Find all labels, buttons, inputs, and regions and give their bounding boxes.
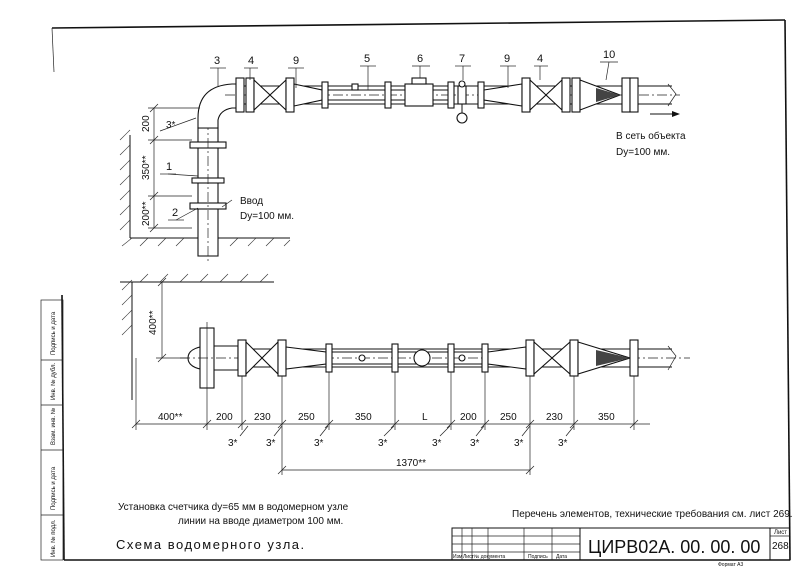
dim-ticks: [131, 419, 639, 429]
sheet-label: Лист: [774, 530, 787, 536]
plan-wall: [120, 273, 274, 400]
elbow: [197, 83, 239, 129]
dim-value: L: [422, 412, 428, 423]
weld-mark: 3*: [314, 438, 324, 449]
callout-10: 10: [603, 49, 615, 61]
callout-2: 2: [172, 207, 178, 219]
elevation-view: 3 4 9 5 6 7 9 4 10 1 2 200 350** 200** 3…: [119, 49, 686, 262]
side-stamp: Подпись и дата Инв. № дубл. Взам. инв. №…: [40, 299, 64, 561]
inlet-size: Dy=100 мм.: [240, 211, 294, 222]
dim-value: 200: [460, 412, 477, 423]
stamp-col-doc: № документа: [474, 554, 505, 560]
document-code: ЦИРВ02А. 00. 00. 00: [588, 537, 760, 557]
callout-5: 5: [364, 53, 370, 65]
dim-value: 230: [546, 412, 563, 423]
callout-leaders: [160, 61, 618, 221]
horizontal-run: [225, 77, 680, 124]
weld-mark: 3*: [228, 438, 238, 449]
stamp-col-date: Дата: [556, 554, 567, 560]
weld-leaders: [239, 425, 575, 437]
dim-400-vertical: 400**: [148, 310, 159, 335]
callout-3: 3: [214, 55, 220, 67]
callout-4: 4: [248, 55, 254, 67]
dim-200-bottom: 200**: [141, 201, 152, 226]
format-label: Формат А3: [718, 562, 743, 568]
sheet-frame: [51, 19, 791, 561]
vertical-dimensions: [148, 103, 200, 233]
side-stamp-label: Подпись и дата: [51, 466, 57, 510]
drawing-title: Схема водомерного узла.: [116, 537, 306, 552]
callout-7: 7: [459, 53, 465, 65]
dim-value: 230: [254, 412, 271, 423]
side-stamp-label: Взам. инв. №: [50, 408, 57, 445]
dim-value: 400**: [158, 412, 183, 423]
plan-view: 400**: [120, 273, 690, 475]
callout-1: 1: [166, 161, 172, 173]
weld-mark: 3*: [166, 120, 176, 131]
outlet-title: В сеть объекта: [616, 130, 686, 142]
title-block: [451, 527, 791, 561]
stamp-col-izm: Изм: [453, 554, 463, 560]
weld-mark: 3*: [470, 438, 480, 449]
dim-value: 200: [216, 412, 233, 423]
callout-9: 9: [504, 53, 510, 65]
weld-mark: 3*: [558, 438, 568, 449]
dim-value: 250: [500, 412, 517, 423]
dim-value: 350: [355, 412, 372, 423]
outlet-size: Dy=100 мм.: [616, 147, 670, 158]
dim-200-top: 200: [141, 115, 152, 132]
note-right: Перечень элементов, технические требован…: [512, 508, 793, 520]
stamp-col-sign: Подпись: [528, 554, 548, 560]
dim-350: 350**: [141, 155, 152, 180]
note-left-line2: линии на вводе диаметром 100 мм.: [178, 516, 343, 527]
stamp-col-list: Лист: [463, 554, 475, 560]
weld-mark: 3*: [378, 438, 388, 449]
note-left-line1: Установка счетчика dy=65 мм в водомерном…: [118, 502, 349, 513]
weld-mark: 3*: [514, 438, 524, 449]
callout-9: 9: [293, 55, 299, 67]
callout-4: 4: [537, 53, 543, 65]
side-stamp-label: Инв. № подл.: [50, 519, 57, 557]
weld-mark: 3*: [432, 438, 442, 449]
callout-6: 6: [417, 53, 423, 65]
inlet-title: Ввод: [240, 196, 263, 207]
riser-pipe: [189, 120, 227, 262]
sheet-number: 268: [772, 541, 789, 552]
dim-value: 250: [298, 412, 315, 423]
side-stamp-label: Инв. № дубл.: [50, 363, 57, 400]
dim-overall: 1370**: [396, 458, 426, 469]
side-stamp-label: Подпись и дата: [51, 311, 57, 355]
dim-value: 350: [598, 412, 615, 423]
weld-mark: 3*: [266, 438, 276, 449]
